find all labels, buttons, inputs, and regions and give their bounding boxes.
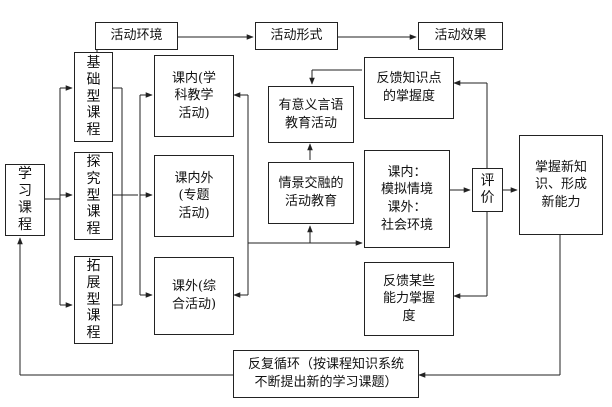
exploratory-course-box: 探 究 型 课 程 (74, 152, 113, 240)
in-class-box: 课内(学 科教学 活动) (154, 55, 234, 137)
feedback-ability-box: 反馈某些 能力掌握 度 (364, 262, 454, 336)
mastery-box: 掌握新知 识、形成 新能力 (519, 135, 603, 235)
feedback-knowledge-box: 反馈知识点 的掌握度 (364, 57, 454, 119)
basic-course-box: 基 础 型 课 程 (74, 52, 113, 142)
expansion-course-box: 拓 展 型 课 程 (74, 256, 113, 344)
out-class-box: 课外(综 合活动) (154, 257, 234, 335)
simulation-box: 课内： 模拟情境 课外： 社会环境 (364, 150, 450, 248)
in-out-class-box: 课内外 (专题 活动) (154, 155, 234, 237)
meaningful-language-box: 有意义言语 教育活动 (268, 86, 354, 143)
repeat-cycle-box: 反复循环（按课程知识系统 不断提出新的学习课题） (233, 350, 419, 398)
scenario-blend-box: 情景交融的 活动教育 (268, 162, 354, 224)
activity-environment-box: 活动环境 (95, 22, 178, 50)
learning-course-box: 学 习 课 程 (5, 164, 45, 236)
activity-form-box: 活动形式 (255, 22, 338, 50)
activity-effect-box: 活动效果 (418, 22, 503, 50)
evaluation-box: 评 价 (472, 168, 503, 212)
